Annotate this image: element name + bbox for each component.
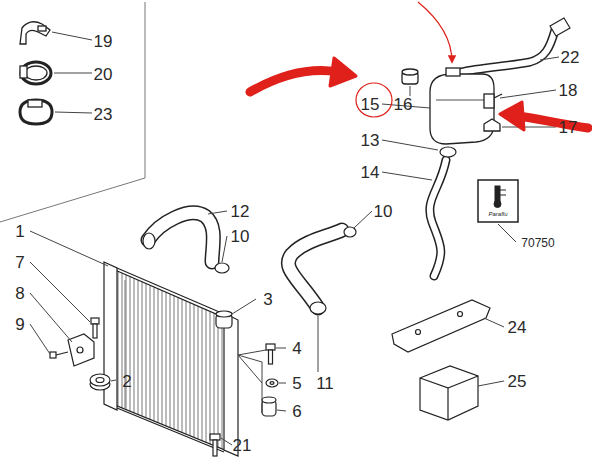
callout-number: 7: [15, 254, 24, 271]
panel-border: [0, 2, 145, 222]
hoses: [148, 30, 555, 308]
callout-number: 20: [94, 66, 113, 83]
callout-number: 19: [94, 33, 113, 50]
callout-number: 10: [231, 228, 250, 245]
callout-number: 17: [559, 119, 578, 136]
brackets: [392, 300, 490, 420]
callout-number: 11: [316, 375, 334, 392]
callout-number: 8: [15, 285, 24, 302]
callout-number: 16: [394, 96, 413, 113]
callout-number: 25: [508, 373, 527, 390]
coolant-icon: [478, 180, 518, 222]
callout-number: 12: [231, 203, 250, 220]
red-annotations: [250, 2, 588, 130]
callout-number: 10: [374, 203, 393, 220]
callout-number: 2: [122, 373, 131, 390]
icon-text: Paraflu: [488, 211, 507, 217]
callout-number: 1: [15, 223, 24, 240]
leader-lines: [30, 32, 559, 445]
callout-number: 5: [292, 375, 301, 392]
callout-number: 18: [559, 82, 578, 99]
callout-number: 15: [361, 96, 380, 113]
callout-number: 9: [15, 316, 24, 333]
hose-details: [143, 18, 570, 314]
callout-number: 21: [233, 437, 252, 454]
callout-number: 24: [508, 319, 527, 336]
callout-number: 6: [292, 403, 301, 420]
callout-number: 13: [361, 132, 380, 149]
part-number: 70750: [521, 237, 554, 249]
callout-number: 14: [361, 164, 380, 181]
expansion-tank: [402, 68, 502, 144]
callout-number: 3: [263, 291, 272, 308]
callout-number: 4: [292, 340, 301, 357]
callout-number: 23: [94, 106, 113, 123]
fasteners: [50, 311, 278, 456]
radiator: [104, 262, 238, 456]
callout-number: 22: [561, 49, 580, 66]
hose-clips: [20, 22, 52, 124]
